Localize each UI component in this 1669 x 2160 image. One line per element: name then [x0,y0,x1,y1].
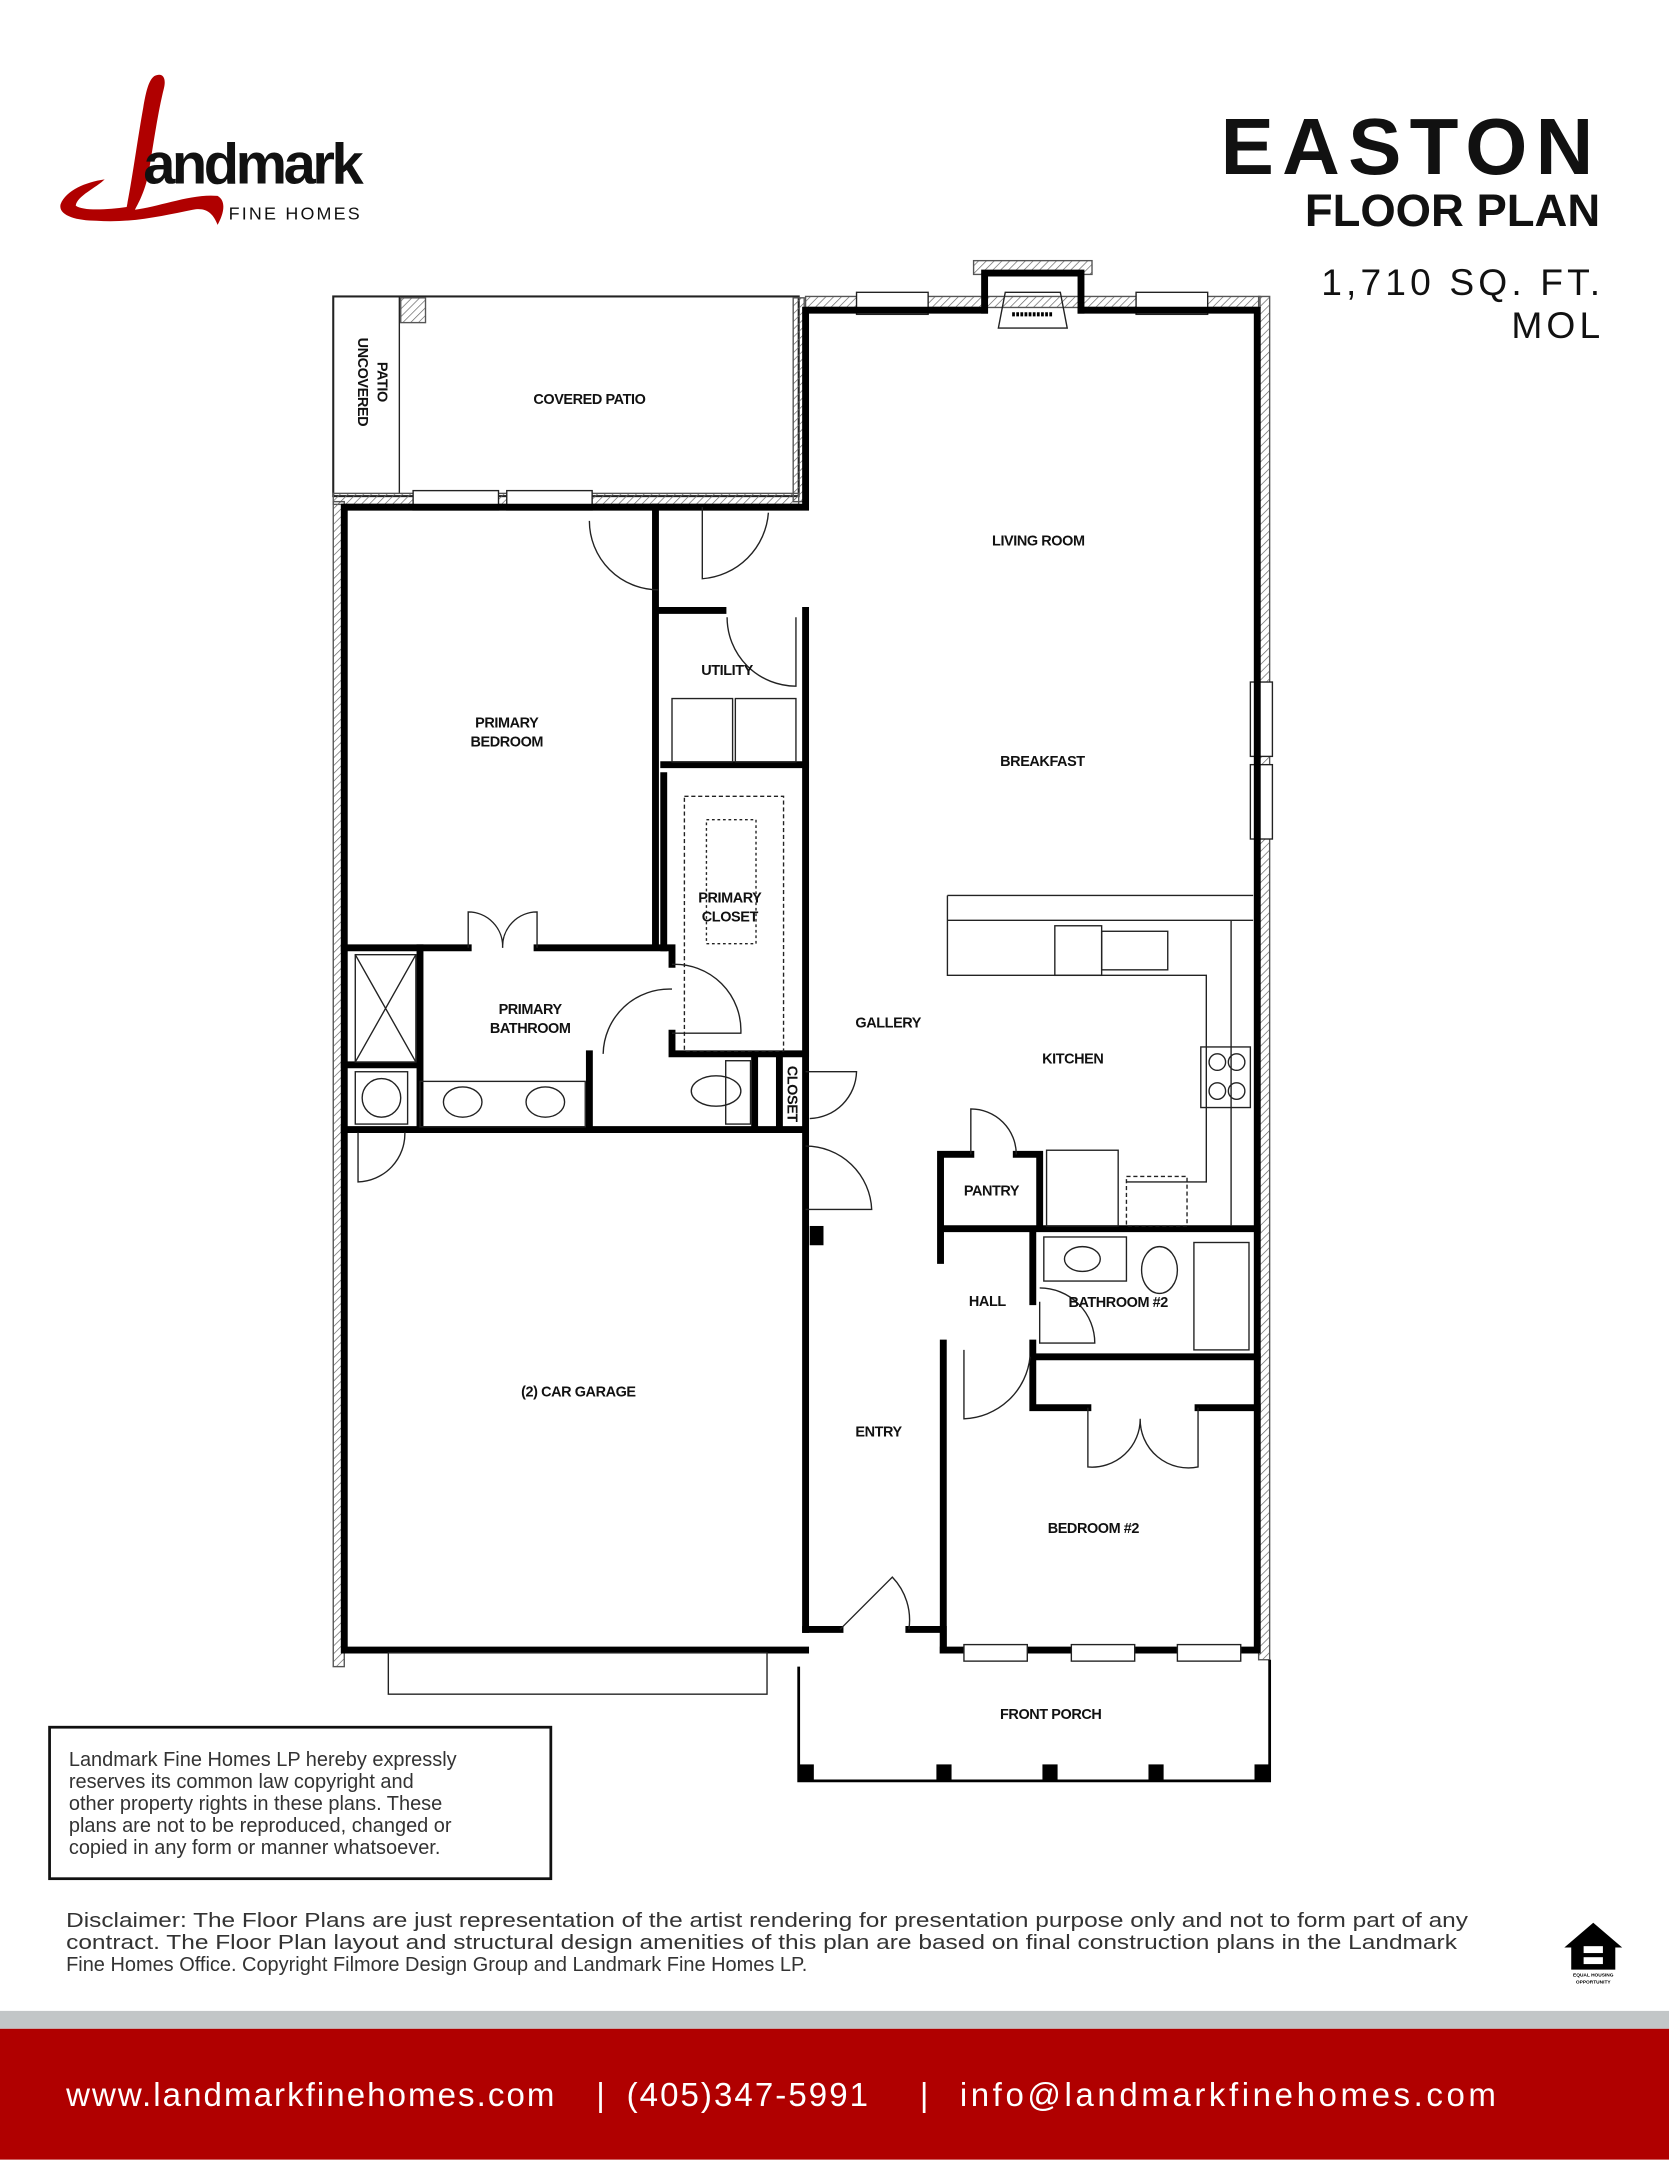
mol-label: MOL [1511,304,1604,346]
footer-website-link[interactable]: www.landmarkfinehomes.com [65,2077,556,2114]
footer-separator: | [920,2077,931,2114]
room-label-gallery: GALLERY [855,1016,921,1032]
logo-subtitle: FINE HOMES [229,203,362,223]
notice-line: Landmark Fine Homes LP hereby expressly [69,1749,457,1771]
room-label-entry: ENTRY [855,1425,902,1441]
footer-phone-link[interactable]: (405)347-5991 [627,2077,871,2114]
equal-housing-text-2: OPPORTUNITY [1576,1979,1611,1985]
disclaimer-line: Fine Homes Office. Copyright Filmore Des… [66,1954,807,1976]
footer-band [0,2010,1669,2029]
notice-line: reserves its common law copyright and [69,1771,414,1793]
disclaimer-line: contract. The Floor Plan layout and stru… [66,1932,1457,1954]
footer-email-link[interactable]: info@landmarkfinehomes.com [960,2077,1500,2114]
room-label-primary-bedroom-2: BEDROOM [471,735,544,751]
room-label-living-room: LIVING ROOM [992,534,1085,550]
room-label-primary-closet-2: CLOSET [702,910,759,926]
room-label-front-porch: FRONT PORCH [1000,1707,1101,1723]
plan-name: EASTON [1221,102,1602,191]
equal-housing-text: EQUAL HOUSING [1573,1972,1614,1978]
notice-line: plans are not to be reproduced, changed … [69,1815,452,1837]
footer-separator: | [596,2077,607,2114]
room-label-covered-patio: COVERED PATIO [533,392,645,408]
room-label-bedroom-2: BEDROOM #2 [1048,1521,1140,1537]
room-label-bathroom-2: BATHROOM #2 [1068,1295,1168,1311]
room-label-primary-bathroom: PRIMARY [499,1002,563,1018]
room-label-primary-bedroom: PRIMARY [475,715,539,731]
floor-plan [332,259,1274,1783]
room-label-kitchen: KITCHEN [1042,1051,1103,1067]
notice-line: other property rights in these plans. Th… [69,1793,442,1815]
room-label-closet: CLOSET [784,1066,800,1123]
room-label-primary-bathroom-2: BATHROOM [490,1021,571,1037]
notice-line: copied in any form or manner whatsoever. [69,1837,441,1859]
room-label-primary-closet: PRIMARY [698,890,762,906]
room-label-uncovered-patio: UNCOVERED [354,338,370,427]
copyright-notice: Landmark Fine Homes LP hereby expressly … [48,1725,553,1881]
landmark-logo[interactable]: andmark FINE HOMES [60,74,368,225]
plan-subtitle: FLOOR PLAN [1305,185,1600,236]
logo-wordmark: andmark [143,133,364,197]
square-footage: 1,710 SQ. FT. [1321,261,1604,303]
logo-swoosh-l [60,74,224,225]
footer [0,2028,1669,2160]
disclaimer-line: Disclaimer: The Floor Plans are just rep… [66,1910,1468,1932]
disclaimer: Disclaimer: The Floor Plans are just rep… [66,1910,1468,1976]
room-label-utility: UTILITY [701,663,753,679]
room-label-breakfast: BREAKFAST [1000,754,1085,770]
room-label-hall: HALL [969,1294,1006,1310]
room-label-pantry: PANTRY [964,1184,1020,1200]
equal-housing-logo: EQUAL HOUSING OPPORTUNITY [1564,1922,1623,1985]
room-label-garage: (2) CAR GARAGE [521,1385,636,1401]
room-label-uncovered-patio-2: PATIO [373,362,389,402]
